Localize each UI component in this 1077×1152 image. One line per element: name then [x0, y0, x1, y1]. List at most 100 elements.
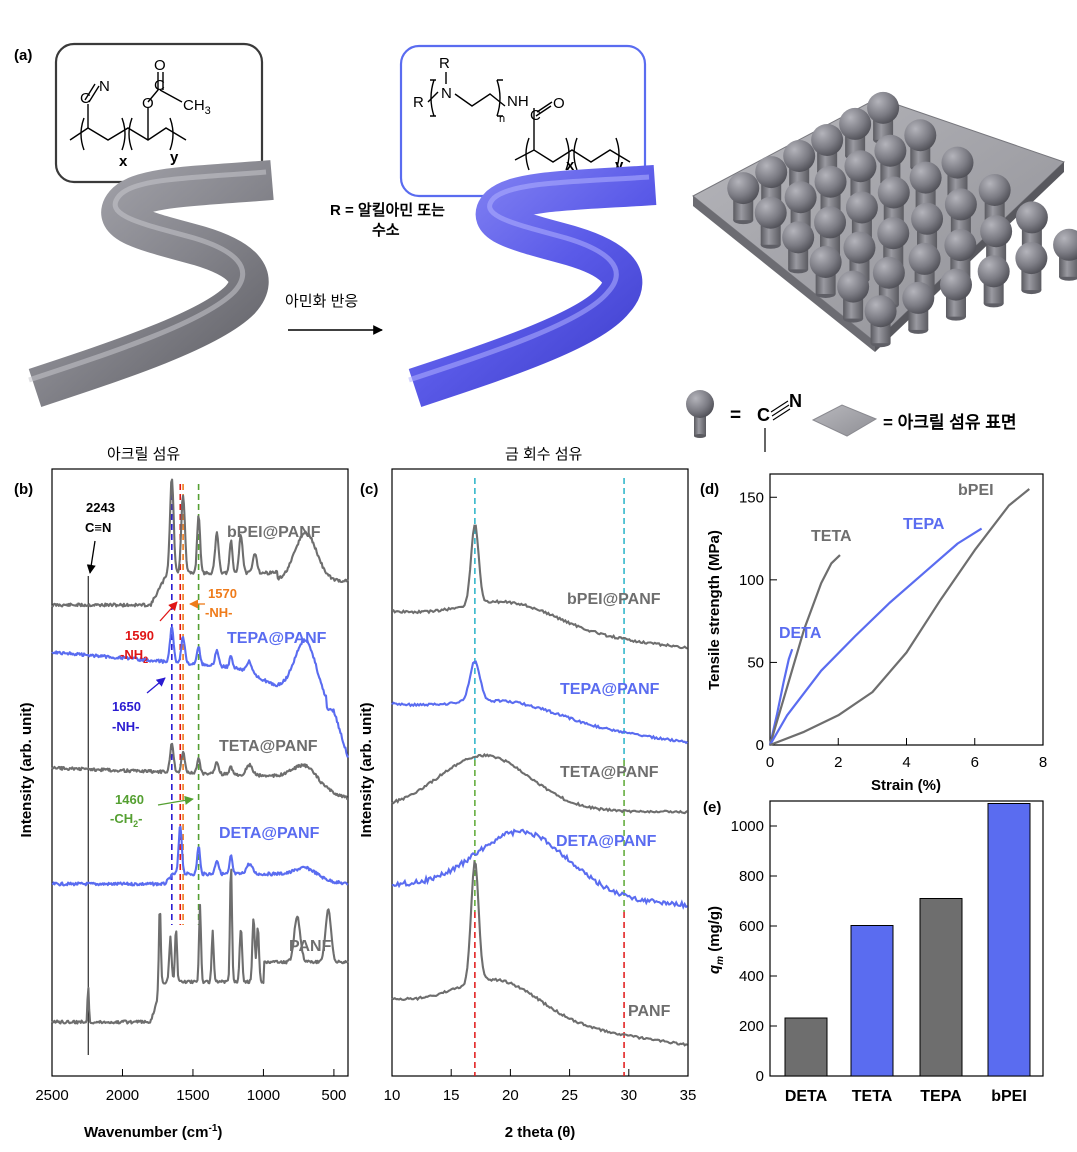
c-ticklabel-25: 25: [561, 1087, 578, 1104]
pillar-ball: [754, 196, 787, 229]
panel-c-ylabel: Intensity (arb. unit): [358, 702, 375, 837]
pillar-ball: [1015, 242, 1048, 275]
bar-TEPA: [919, 898, 963, 1077]
aminated-r-left: R: [413, 94, 424, 111]
reaction-label: 아민화 반응: [285, 293, 358, 310]
pillar-ball: [843, 231, 876, 264]
pillar-array: [727, 91, 1077, 348]
pillar-0-2: [782, 221, 815, 274]
e-xticklabel-TEPA: TEPA: [920, 1088, 962, 1105]
anno-1650-label: -NH-: [112, 719, 139, 734]
spectrum-bPEI@PANF: [51, 478, 349, 608]
panel-b-label: (b): [14, 481, 33, 498]
spectrum-PANF: [51, 868, 349, 1025]
pillar-0-0: [727, 172, 760, 225]
panel-e-ylabel: qm (mg/g): [706, 906, 726, 974]
e-yticklabel-1000: 1000: [731, 818, 764, 835]
legend-triple-bond: [770, 400, 791, 421]
pillar-1-5: [902, 281, 935, 334]
spectrum-TEPA@PANF: [51, 626, 349, 759]
d-xticklabel-2: 2: [834, 754, 842, 771]
d-xticklabel-0: 0: [766, 754, 774, 771]
aminated-c: C: [530, 107, 541, 124]
d-xticklabel-4: 4: [902, 754, 910, 771]
pillar-2-5: [939, 268, 972, 321]
pattern-TEPA@PANF: [391, 660, 689, 745]
r-definition-line1: R = 알킬아민 또는: [330, 202, 445, 219]
legend-pillar-ball-icon: [686, 390, 714, 418]
label-d-TEPA: TEPA: [903, 516, 945, 533]
pillar-ball: [1015, 201, 1048, 234]
pillar-4-5: [1015, 242, 1048, 295]
pillar-ball: [755, 156, 788, 189]
anno-2243-num: 2243: [86, 500, 115, 515]
aminated-n-sub: n: [499, 113, 505, 125]
d-yticklabel-50: 50: [747, 654, 764, 671]
pillar-ball: [783, 140, 816, 173]
fiber-left-label: 아크릴 섬유: [107, 446, 180, 463]
panel-c: (c) bPEI@PANFTEPA@PANFTETA@PANFDETA@PANF…: [358, 468, 696, 1141]
e-yticklabel-0: 0: [756, 1068, 764, 1085]
pillar-ball: [944, 188, 977, 221]
pattern-DETA@PANF: [391, 828, 688, 910]
bar-bPEI: [987, 803, 1031, 1077]
curve-TEPA: [769, 527, 983, 746]
c-ticklabel-15: 15: [443, 1087, 460, 1104]
bar-DETA: [784, 1017, 828, 1077]
curve-DETA: [768, 648, 794, 746]
pillar-ball: [944, 229, 977, 262]
pattern-TETA@PANF: [391, 752, 689, 815]
pan-cn-c: C: [80, 90, 91, 107]
pan-x: x: [119, 153, 128, 170]
panel-b-ylabel: Intensity (arb. unit): [18, 702, 35, 837]
label-b-PANF: PANF: [289, 938, 332, 955]
pillar-ball: [877, 176, 910, 209]
fiber-gray-highlight: [28, 169, 267, 383]
fiber-right-label: 금 회수 섬유: [505, 446, 583, 463]
label-c-bPEI@PANF: bPEI@PANF: [567, 591, 661, 608]
aminated-n: N: [441, 85, 452, 102]
pillar-ball: [814, 165, 847, 198]
pan-structure: [69, 72, 187, 151]
pillar-ball: [867, 91, 900, 124]
pillar-4-0: [839, 107, 872, 160]
pillar-ball: [845, 191, 878, 224]
pillar-0-1: [754, 196, 787, 249]
e-xticklabel-TETA: TETA: [852, 1088, 893, 1105]
spectrum-TETA@PANF: [51, 742, 349, 801]
pillar-ball: [839, 107, 872, 140]
panel-a-label: (a): [14, 47, 32, 64]
bar-TETA: [850, 925, 894, 1077]
pattern-PANF: [391, 859, 688, 1047]
label-d-DETA: DETA: [779, 625, 822, 642]
panel-e-label: (e): [703, 799, 721, 816]
d-yticklabel-0: 0: [756, 737, 764, 754]
panel-b-spectra: [51, 478, 349, 1025]
pillar-ball: [872, 256, 905, 289]
pillar-ball: [909, 161, 942, 194]
label-c-TETA@PANF: TETA@PANF: [560, 764, 659, 781]
e-yticklabel-200: 200: [739, 1018, 764, 1035]
pillar-ball: [844, 150, 877, 183]
pillar-ball: [1053, 228, 1077, 261]
panel-b-frame: [51, 468, 349, 1077]
curve-bPEI: [769, 488, 1030, 747]
label-d-bPEI: bPEI: [958, 482, 994, 499]
anno-1650-arrow: [146, 677, 166, 694]
pan-carbonyl-c: C: [154, 77, 165, 94]
label-b-bPEI@PANF: bPEI@PANF: [227, 524, 321, 541]
anno-1590-label: -NH2: [120, 647, 148, 665]
anno-1590-num: 1590: [125, 628, 154, 643]
b-ticklabel-1000: 1000: [247, 1087, 280, 1104]
anno-1460-label: -CH2-: [110, 811, 142, 829]
pan-carbonyl-o: O: [154, 57, 166, 74]
label-d-TETA: TETA: [811, 528, 852, 545]
pillar-ball: [902, 281, 935, 314]
